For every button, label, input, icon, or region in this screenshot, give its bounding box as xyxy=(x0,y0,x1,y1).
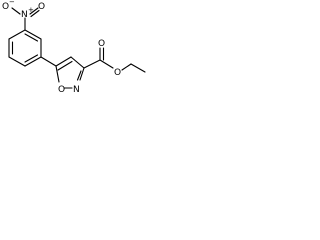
benzene-bond xyxy=(8,56,26,67)
structure-diagram: O − N + O O N O O xyxy=(2,0,146,95)
bond-ring-carbonyl xyxy=(83,59,101,69)
benzene-bond xyxy=(24,29,42,40)
benzene-double-bond xyxy=(24,54,39,63)
bond-phenyl-isoxazole xyxy=(40,56,57,67)
atom-ring-o: O xyxy=(58,85,65,95)
isoxazole-bond xyxy=(70,56,85,69)
nitro-o-minus-charge: − xyxy=(9,0,15,6)
benzene-double-bond xyxy=(24,33,39,42)
isoxazole-double-bond xyxy=(57,60,73,71)
atom-nitro-n: N xyxy=(21,10,28,20)
atom-ester-o: O xyxy=(114,68,121,78)
bond-ester-o-ch2 xyxy=(121,63,132,71)
benzene-bond xyxy=(24,56,42,67)
bond-n-o-nitro xyxy=(29,7,39,15)
isoxazole-double-bond xyxy=(76,70,82,81)
isoxazole-bond xyxy=(55,56,72,67)
atom-nitro-o-right: O xyxy=(38,2,45,12)
bond-n-o-nitro-double xyxy=(30,9,40,18)
isoxazole-bond xyxy=(79,67,85,81)
bond-o-n-nitro xyxy=(11,7,21,15)
benzene-bond xyxy=(8,29,26,40)
atom-nitro-o-left: O xyxy=(2,2,9,12)
bond-carbonyl-ester-o xyxy=(99,59,114,69)
atom-carbonyl-o: O xyxy=(98,39,105,49)
nitro-n-plus-charge: + xyxy=(28,6,34,14)
bond-ch2-ch3 xyxy=(130,63,146,73)
atom-ring-n: N xyxy=(73,85,80,95)
isoxazole-bond xyxy=(55,65,60,83)
